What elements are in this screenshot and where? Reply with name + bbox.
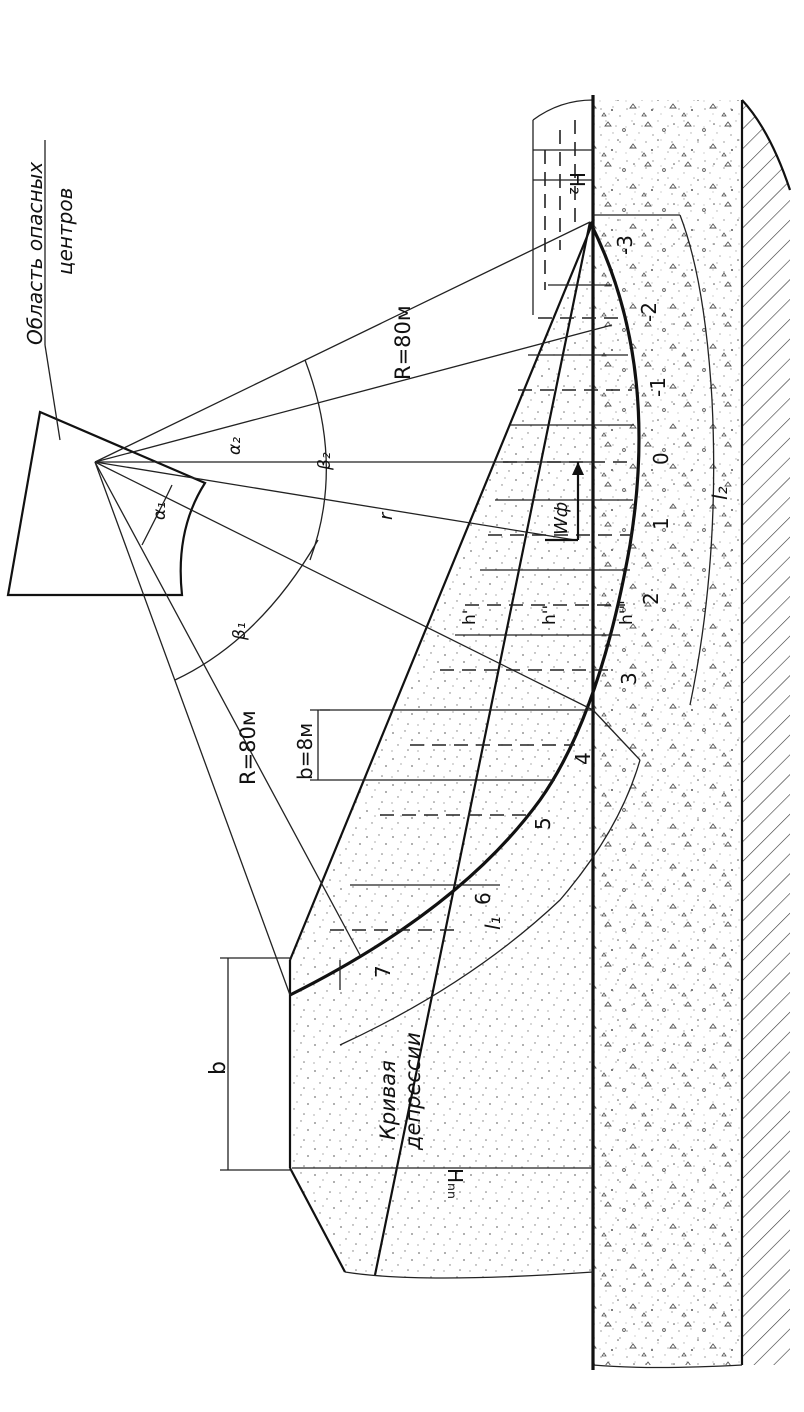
radius-lines [94,221,613,996]
crest-width-dimension [220,957,593,1171]
strip-width-dimension [310,709,400,781]
strip-number-6: 6 [471,892,495,905]
strip-number-3: 3 [617,672,641,685]
water-reservoir [532,120,593,315]
danger-zone [6,140,207,597]
strip-number-m2: -2 [637,302,661,322]
strip-width-label: b=8м [293,723,317,780]
bedrock-layer [740,99,792,1365]
strip-number-5: 5 [531,817,555,830]
strip-number-7: 7 [371,965,395,978]
danger-zone-label-2: центров [53,188,77,275]
hb-label: Hₙₙ [443,1168,467,1199]
strip-number-m1: -1 [646,377,670,397]
h1-label: h' [460,610,480,625]
h3-label: h''' [617,600,637,625]
beta2-label: β₂ [315,452,335,471]
arc-l2-label: l₂ [708,486,732,500]
seepage-force-vector [545,462,584,542]
strip-number-4: 4 [571,752,595,765]
arc-length-brackets [339,214,715,1046]
alpha1-label: α₁ [150,502,170,520]
depression-curve [373,221,592,1276]
foundation-layer [532,95,743,1370]
h2b-label: h'' [540,605,560,625]
strip-number-0: 0 [649,452,673,465]
beta1-label: β₁ [230,622,250,641]
depression-label-2: депрессии [401,1032,425,1151]
embankment-body [288,221,595,1279]
danger-zone-label-1: Область опасных [23,162,47,345]
diagram-labels: Область опасных центров R=80м R=80м b=8м… [23,162,732,1199]
arm-r-label: r [376,511,397,520]
alpha2-label: α₂ [225,437,245,455]
force-w-label: Wф [551,502,572,535]
strip-number-m3: -3 [613,235,637,255]
radius-label-bottom: R=80м [236,710,260,785]
radius-label-top: R=80м [391,305,415,380]
strip-number-1: 1 [649,517,673,530]
depression-label-1: Кривая [376,1060,400,1140]
arc-l1-label: l₁ [481,916,505,930]
crest-width-label: b [206,1061,231,1075]
h2-label: H₂ [565,172,589,195]
strip-number-2: 2 [639,592,663,605]
slip-surface [289,221,641,997]
